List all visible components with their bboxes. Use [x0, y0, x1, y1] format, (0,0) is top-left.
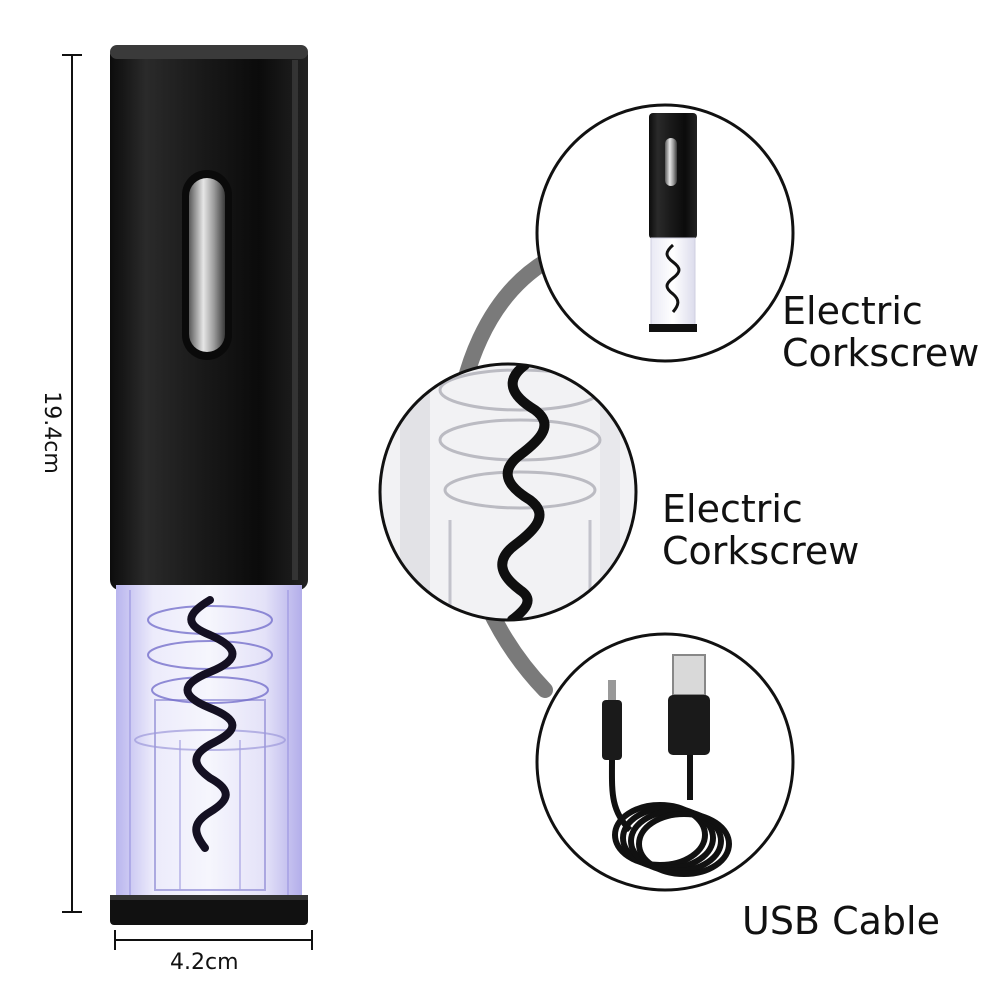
height-label: 19.4cm [38, 391, 64, 474]
device-base [110, 895, 308, 925]
callout-circle-device [535, 103, 795, 363]
callout-label-3: USB Cable [742, 900, 940, 942]
callout-circle-spiral [378, 362, 638, 622]
width-label: 4.2cm [170, 950, 239, 975]
callout-label-1: Electric Corkscrew [782, 290, 979, 374]
callout-label-1-line2: Corkscrew [782, 331, 980, 375]
callout-label-2-line2: Corkscrew [662, 529, 860, 573]
callout-label-1-line1: Electric [782, 289, 923, 333]
callout-circle-usb [535, 632, 795, 892]
corkscrew-worm [183, 596, 237, 852]
callout-label-2-line1: Electric [662, 487, 803, 531]
corkscrew-device [110, 45, 308, 925]
height-dimension-line [62, 54, 82, 913]
callout-label-2: Electric Corkscrew [662, 488, 859, 572]
callout-label-3-line1: USB Cable [742, 899, 940, 943]
width-dimension-line [114, 930, 313, 950]
